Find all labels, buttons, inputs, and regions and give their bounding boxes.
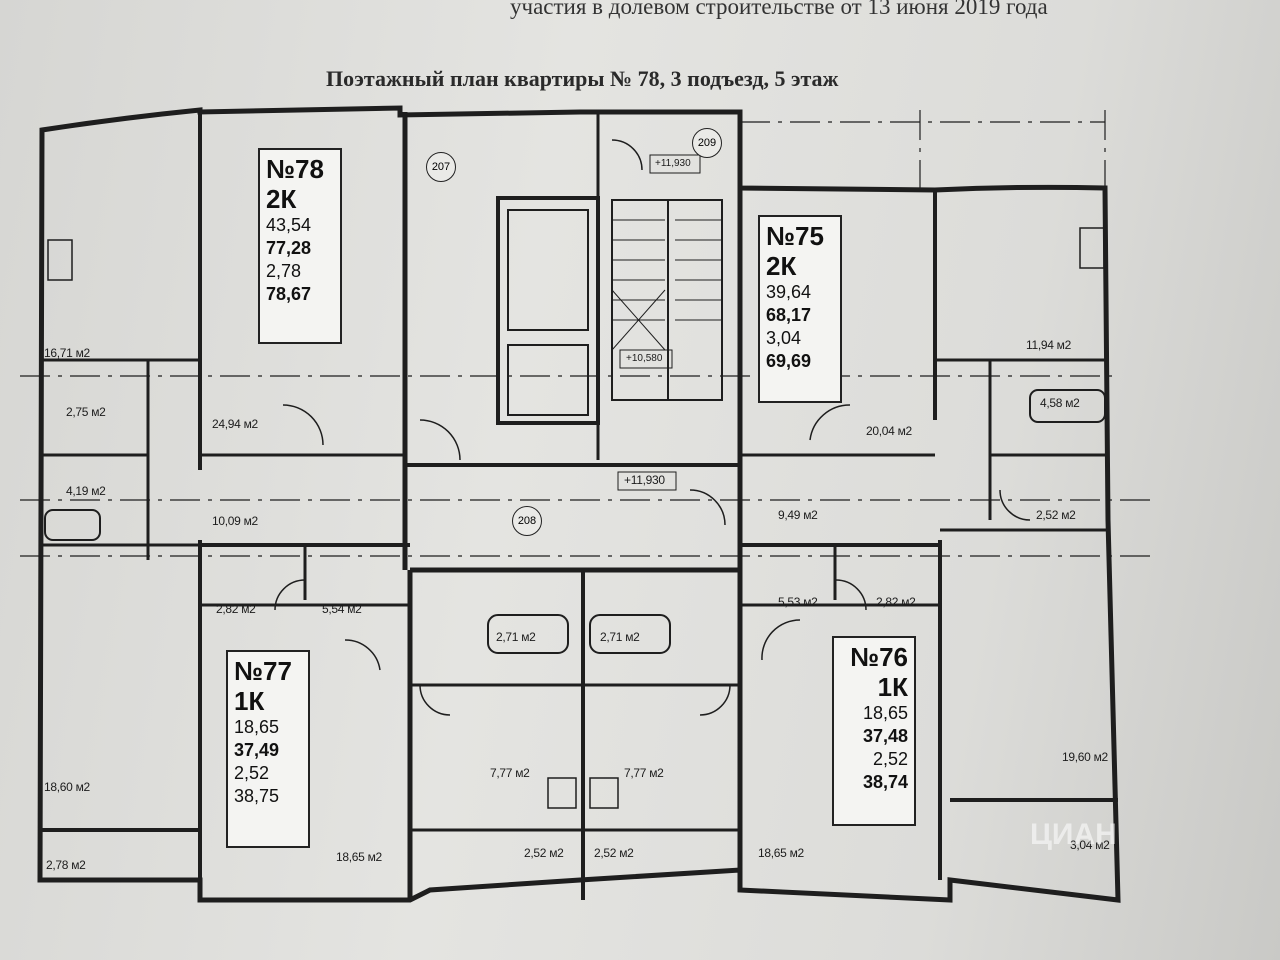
elevator-cab xyxy=(507,209,589,331)
room-area: 18,65 м2 xyxy=(336,850,382,864)
elevator-shaft xyxy=(496,196,600,425)
level-mark-box xyxy=(649,154,701,174)
door-swing xyxy=(999,489,1031,521)
room-area: 2,78 м2 xyxy=(46,858,86,872)
door-swing xyxy=(761,619,801,661)
total-area: 37,49 xyxy=(234,740,280,760)
room-area: 2,75 м2 xyxy=(66,405,106,419)
full-area: 69,69 xyxy=(766,351,812,371)
full-area: 78,67 xyxy=(266,284,312,304)
section-tag-207: 207 xyxy=(426,152,456,182)
living-area: 43,54 xyxy=(266,215,312,235)
room-area: 4,19 м2 xyxy=(66,484,106,498)
level-mark-box xyxy=(617,471,677,491)
section-tag-209: 209 xyxy=(692,128,722,158)
plan-title: Поэтажный план квартиры № 78, 3 подъезд,… xyxy=(326,66,839,91)
room-area: 16,71 м2 xyxy=(44,346,90,360)
stove xyxy=(1079,227,1105,269)
door-swing xyxy=(419,684,451,716)
room-area: 2,52 м2 xyxy=(594,846,634,860)
apartment-75-info: №75 2К 39,64 68,17 3,04 69,69 xyxy=(758,215,842,403)
elevator-cab xyxy=(507,344,589,416)
apartment-78-info: №78 2К 43,54 77,28 2,78 78,67 xyxy=(258,148,342,344)
room-area: 18,65 м2 xyxy=(758,846,804,860)
room-area: 19,60 м2 xyxy=(1062,750,1108,764)
total-area: 37,48 xyxy=(862,726,908,746)
balcony-area: 3,04 xyxy=(766,328,802,348)
outer-wall xyxy=(37,105,1121,903)
room-area: 7,77 м2 xyxy=(490,766,530,780)
apartment-77-info: №77 1К 18,65 37,49 2,52 38,75 xyxy=(226,650,310,848)
room-area: 20,04 м2 xyxy=(866,424,912,438)
living-area: 39,64 xyxy=(766,282,812,302)
total-area: 68,17 xyxy=(766,305,812,325)
full-area: 38,75 xyxy=(234,786,280,806)
room-area: 3,04 м2 xyxy=(1070,838,1110,852)
room-area: 7,77 м2 xyxy=(624,766,664,780)
apartment-number: №76 xyxy=(850,642,908,672)
room-area: 11,94 м2 xyxy=(1026,338,1071,352)
level-mark: +10,580 xyxy=(626,353,663,364)
stove xyxy=(547,777,577,809)
total-area: 77,28 xyxy=(266,238,312,258)
apartment-76-info: №76 1К 18,65 37,48 2,52 38,74 xyxy=(832,636,916,826)
door-swing xyxy=(835,579,867,611)
room-area: 10,09 м2 xyxy=(212,514,258,528)
room-area: 24,94 м2 xyxy=(212,417,258,431)
living-area: 18,65 xyxy=(862,703,908,723)
balcony-area: 2,52 xyxy=(234,763,270,783)
door-swing xyxy=(611,139,643,171)
level-mark-box xyxy=(619,349,673,369)
room-area: 5,54 м2 xyxy=(322,602,362,616)
stove xyxy=(47,239,73,281)
room-area: 18,60 м2 xyxy=(44,780,90,794)
bathtub xyxy=(1029,389,1106,423)
room-area: 2,52 м2 xyxy=(1036,508,1076,522)
section-tag-208: 208 xyxy=(512,506,542,536)
apartment-type: 1К xyxy=(234,686,265,716)
door-swing xyxy=(344,639,381,671)
living-area: 18,65 xyxy=(234,717,280,737)
full-area: 38,74 xyxy=(862,772,908,792)
apartment-type: 2К xyxy=(766,251,797,281)
balcony-area: 2,78 xyxy=(266,261,302,281)
door-swing xyxy=(274,579,306,611)
room-area: 2,71 м2 xyxy=(600,630,640,644)
apartment-number: №78 xyxy=(266,154,324,184)
door-swing xyxy=(699,684,731,716)
bathtub xyxy=(44,509,101,541)
room-area: 2,71 м2 xyxy=(496,630,536,644)
level-mark: +11,930 xyxy=(624,473,665,487)
header-text: участия в долевом строительстве от 13 ию… xyxy=(510,0,1048,19)
room-area: 2,82 м2 xyxy=(876,595,916,609)
apartment-number: №77 xyxy=(234,656,292,686)
door-swing xyxy=(282,404,324,446)
door-swing xyxy=(419,419,461,461)
bathtub xyxy=(589,614,671,654)
room-area: 2,52 м2 xyxy=(524,846,564,860)
apartment-number: №75 xyxy=(766,221,824,251)
room-area: 5,53 м2 xyxy=(778,595,818,609)
room-area: 9,49 м2 xyxy=(778,508,818,522)
apartment-type: 2К xyxy=(266,184,297,214)
balcony-area: 2,52 xyxy=(872,749,908,769)
watermark-logo: ЦИАН xyxy=(1030,818,1117,851)
bathtub xyxy=(487,614,569,654)
apartment-type: 1К xyxy=(877,672,908,702)
room-area: 2,82 м2 xyxy=(216,602,256,616)
door-swing xyxy=(809,404,851,441)
stove xyxy=(589,777,619,809)
room-area: 4,58 м2 xyxy=(1040,396,1080,410)
door-swing xyxy=(689,489,726,526)
level-mark: +11,930 xyxy=(655,158,691,169)
